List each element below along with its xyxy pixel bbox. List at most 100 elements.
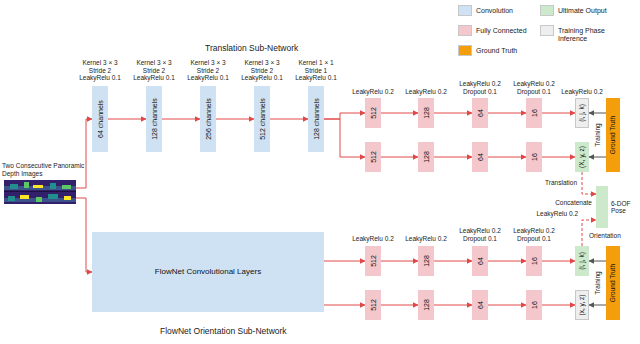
node-text: FlowNet Convolutional Layers (92, 268, 324, 277)
layer-parameter: LeakyRelu 0.1 (241, 75, 283, 82)
node-text: Two Consecutive Panoramic Depth Images (2, 162, 86, 177)
connector (324, 119, 365, 157)
ground-truth-box: Ground Truth (606, 246, 620, 320)
connector (589, 305, 606, 306)
output-box: (X, y, z) (575, 142, 589, 172)
connector (589, 261, 606, 262)
layer-parameter: Stride 2 (89, 68, 111, 75)
depth-image: Two Consecutive Panoramic Depth Images (4, 180, 76, 204)
node-text: 512 (370, 107, 377, 119)
output-box: (i, j, k) (575, 98, 589, 128)
pose-box: 6-DOF Pose (596, 186, 608, 228)
node-text: 6-DOF Pose (611, 200, 639, 215)
legend-text: Fully Connected (476, 27, 546, 35)
connector (542, 261, 575, 262)
connector (76, 119, 92, 188)
connector (76, 198, 92, 272)
legend-text: Convolution (476, 7, 546, 15)
output-box: (i, j, k) (575, 246, 589, 276)
output-box: (x, y, z) (575, 290, 589, 320)
phase-label: Training (594, 123, 601, 146)
legend-swatch (458, 5, 472, 16)
layer-parameter: Kernel 3 × 3 (136, 60, 171, 67)
fc-layer: 512 (365, 98, 381, 128)
fc-layer: 512 (365, 142, 381, 172)
connector (270, 119, 308, 120)
connector (542, 305, 575, 306)
node-text: (i, j, k) (579, 104, 586, 122)
layer-parameter: LeakyRelu 0.2 (513, 228, 555, 235)
layer-parameter: LeakyRelu 0.2 (405, 236, 447, 243)
legend-swatch (458, 25, 472, 36)
layer-parameter: Kernel 3 × 3 (244, 60, 279, 67)
connector (324, 261, 365, 262)
layer-parameter: Stride 1 (305, 68, 327, 75)
node-text: 128 (423, 107, 430, 119)
node-text: 16 (531, 153, 538, 161)
node-text: 64 (477, 301, 484, 309)
connector (381, 305, 418, 306)
conv-layer: 128 channels (308, 86, 324, 152)
layer-parameter: Dropout 0.1 (517, 236, 551, 243)
node-text: 128 (423, 151, 430, 163)
node-text: Ground Truth (610, 116, 617, 154)
node-text: 512 (370, 255, 377, 267)
connector (381, 261, 418, 262)
node-text: 128 channels (313, 98, 320, 140)
legend-swatch (540, 5, 554, 16)
layer-parameter: LeakyRelu 0.1 (133, 75, 175, 82)
node-text: 64 (477, 153, 484, 161)
ground-truth-box: Ground Truth (606, 98, 620, 172)
node-text: 16 (531, 109, 538, 117)
fc-layer: 64 (472, 98, 488, 128)
node-text: 512 (370, 299, 377, 311)
node-text: 128 (423, 299, 430, 311)
connector (381, 113, 418, 114)
layer-parameter: Stride 2 (251, 68, 273, 75)
connector-label: Orientation (588, 233, 622, 240)
layer-parameter: LeakyRelu 0.2 (459, 228, 501, 235)
conv-layer: 512 channels (254, 86, 270, 152)
node-text: 64 (477, 257, 484, 265)
layer-parameter: LeakyRelu 0.2 (536, 211, 578, 218)
connector (488, 157, 526, 158)
conv-layer: 128 channels (146, 86, 162, 152)
connector (488, 113, 526, 114)
fc-layer: 128 (418, 142, 434, 172)
fc-layer: 16 (526, 290, 542, 320)
flownet-block: FlowNet Convolutional Layers (92, 232, 324, 312)
layer-parameter: LeakyRelu 0.2 (561, 89, 603, 96)
connector (108, 119, 146, 120)
subnetwork-title: Translation Sub-Network (205, 44, 298, 53)
connector (542, 113, 575, 114)
layer-parameter: LeakyRelu 0.1 (187, 75, 229, 82)
node-text: (i, j, k) (579, 252, 586, 270)
node-text: 64 (477, 109, 484, 117)
node-text: 512 (370, 151, 377, 163)
layer-parameter: Stride 2 (197, 68, 219, 75)
legend-swatch (458, 45, 472, 56)
connector (434, 305, 472, 306)
connector (488, 261, 526, 262)
subnetwork-title: FlowNet Orientation Sub-Network (160, 327, 287, 336)
layer-parameter: Dropout 0.1 (463, 89, 497, 96)
fc-layer: 512 (365, 290, 381, 320)
conv-layer: 64 channels (92, 86, 108, 152)
conv-layer: 256 channels (200, 86, 216, 152)
connector (542, 157, 575, 158)
node-text: 128 (423, 255, 430, 267)
node-text: 16 (531, 301, 538, 309)
node-text: 64 channels (97, 100, 104, 138)
node-text: (X, y, z) (579, 146, 586, 168)
legend-text: Ultimate Output (558, 7, 638, 15)
fc-layer: 64 (472, 142, 488, 172)
fc-layer: 128 (418, 290, 434, 320)
connector (589, 157, 606, 158)
connector (324, 305, 365, 306)
layer-parameter: LeakyRelu 0.2 (405, 89, 447, 96)
connector (216, 119, 254, 120)
layer-parameter: Dropout 0.1 (517, 89, 551, 96)
fc-layer: 64 (472, 290, 488, 320)
layer-parameter: Stride 2 (143, 68, 165, 75)
